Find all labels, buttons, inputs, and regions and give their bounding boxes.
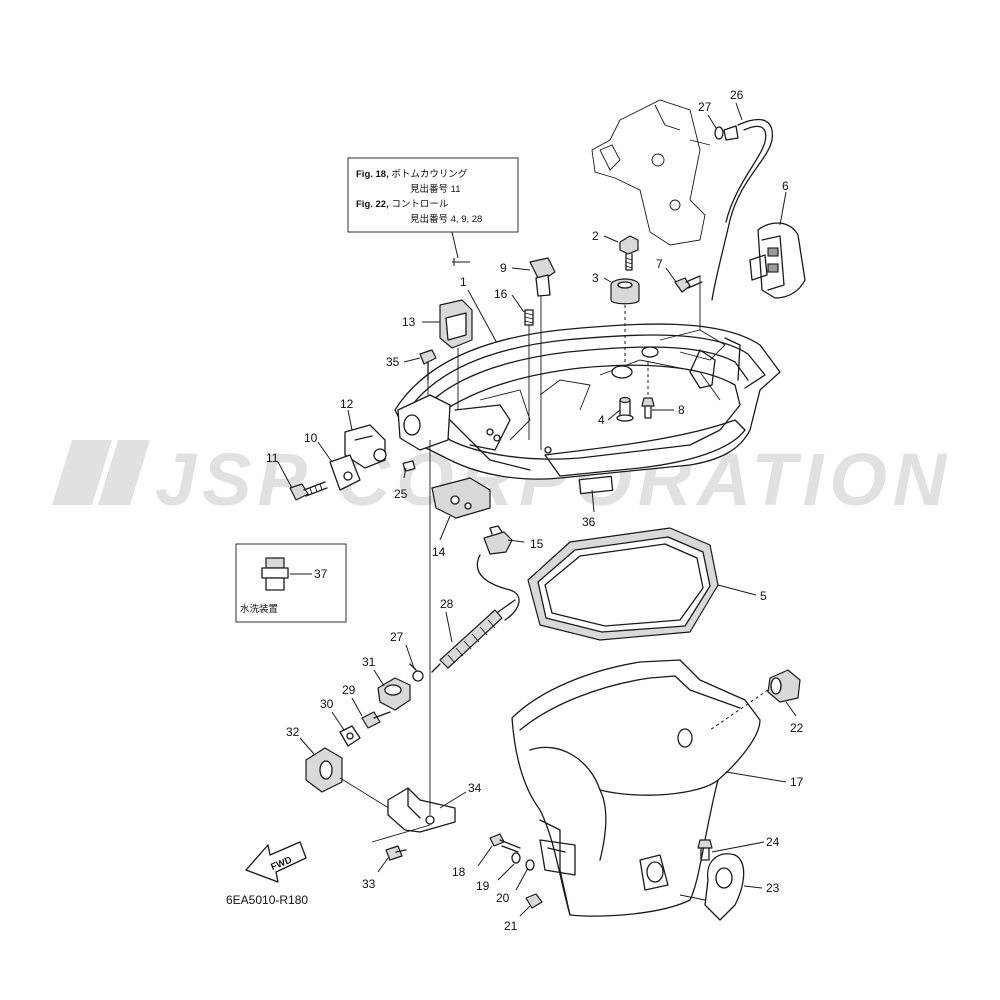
hose-part-26	[711, 118, 773, 301]
bolt-part-18	[489, 833, 521, 853]
callout-17: 17	[790, 775, 804, 789]
grommet-part-22	[767, 669, 801, 703]
callout-27-lower: 27	[390, 630, 404, 644]
screw-part-16	[524, 309, 534, 326]
callout-28: 28	[440, 597, 454, 611]
bolt-part-11	[289, 481, 328, 501]
bolt-part-33	[385, 845, 407, 861]
fwd-arrow: FWD	[245, 841, 307, 883]
callout-16: 16	[494, 287, 508, 301]
rubber-seal-part-5	[527, 527, 719, 641]
callout-24: 24	[766, 835, 780, 849]
callout-1: 1	[460, 275, 467, 289]
callout-29: 29	[342, 683, 356, 697]
reference-note-box: Fig. 18, ボトムカウリング 見出番号 11 Fig. 22, コントロー…	[347, 157, 519, 346]
bracket-part-6	[749, 222, 806, 299]
callout-25: 25	[394, 487, 408, 501]
callout-23: 23	[766, 881, 780, 895]
note-line-1-bold: Fig. 18,	[356, 169, 389, 180]
callout-numbers: 26 27 6 2 3 7 9 16 13 35 12 10 11 25 14 …	[266, 88, 804, 933]
callout-2: 2	[592, 229, 599, 243]
note-line-3-bold: Fig. 22,	[356, 199, 389, 210]
callout-13: 13	[402, 315, 416, 329]
callout-4: 4	[598, 413, 605, 427]
callout-9: 9	[500, 261, 507, 275]
callout-26: 26	[730, 88, 744, 102]
lower-cover-part-17	[511, 659, 761, 917]
callout-8: 8	[678, 403, 685, 417]
nut-part-21	[525, 893, 543, 909]
svg-text:Fig. 22, コントロール: Fig. 22, コントロール	[356, 199, 449, 210]
tag-part-25	[402, 460, 416, 472]
callout-33: 33	[362, 877, 376, 891]
grommet-part-14	[431, 477, 491, 519]
callout-leaders	[277, 102, 797, 917]
diagram-code: 6EA5010-R180	[226, 893, 308, 907]
clip-part-27-lower	[409, 663, 424, 682]
callout-35: 35	[386, 355, 400, 369]
pin-part-4	[616, 396, 634, 422]
screw-part-29	[361, 711, 391, 729]
grommet-part-9	[529, 257, 556, 297]
washer-part-19	[511, 852, 521, 864]
callout-27-upper: 27	[698, 100, 712, 114]
callout-5: 5	[760, 589, 767, 603]
callout-20: 20	[496, 891, 510, 905]
callout-31: 31	[362, 655, 376, 669]
inset-box-part-37: 37 水洗装置	[235, 543, 347, 623]
bracket-part-23	[704, 853, 745, 921]
callout-34: 34	[468, 781, 482, 795]
hose-part-28	[431, 599, 516, 673]
screw-part-8	[641, 397, 655, 419]
callout-19: 19	[476, 879, 490, 893]
callout-18: 18	[452, 865, 466, 879]
grommet-part-15	[483, 525, 513, 555]
washer-part-20	[525, 859, 535, 871]
callout-7: 7	[656, 257, 663, 271]
inset-label: 水洗装置	[240, 603, 278, 615]
callout-6: 6	[782, 179, 789, 193]
callout-12: 12	[340, 397, 354, 411]
cable-line	[476, 554, 520, 621]
note-line-4: 見出番号 4, 9, 28	[410, 213, 482, 225]
bracket-part-34	[387, 787, 456, 833]
svg-text:Fig. 18, ボトムカウリング: Fig. 18, ボトムカウリング	[356, 168, 468, 180]
callout-14: 14	[432, 545, 446, 559]
bolt-part-35	[419, 349, 437, 381]
callout-37: 37	[314, 567, 328, 581]
callout-36: 36	[582, 515, 596, 529]
clip-part-13	[439, 299, 473, 349]
bracket-23-guide	[679, 894, 706, 901]
callout-22: 22	[790, 721, 804, 735]
plate-part-10	[329, 454, 361, 491]
bolt-part-2	[619, 235, 639, 271]
screw-part-24	[697, 839, 713, 861]
callout-11: 11	[266, 451, 279, 465]
engine-bracket-phantom	[591, 99, 711, 246]
callout-32: 32	[286, 725, 300, 739]
note-line-1-text: ボトムカウリング	[391, 168, 468, 180]
cap-part-31	[377, 677, 411, 711]
washer-part-30	[339, 725, 361, 747]
callout-30: 30	[320, 697, 334, 711]
note-line-2: 見出番号 11	[410, 183, 461, 195]
grommet-part-3	[610, 278, 640, 305]
callout-3: 3	[592, 271, 599, 285]
callout-15: 15	[530, 537, 544, 551]
callout-10: 10	[304, 431, 318, 445]
bracket-part-12	[344, 424, 387, 469]
note-line-3-text: コントロール	[391, 199, 449, 210]
callout-21: 21	[504, 919, 518, 933]
grommet-part-32	[305, 747, 343, 793]
bottom-cowling	[394, 323, 781, 495]
bolt-part-7	[674, 275, 703, 293]
bolt-33-guide	[371, 824, 431, 843]
